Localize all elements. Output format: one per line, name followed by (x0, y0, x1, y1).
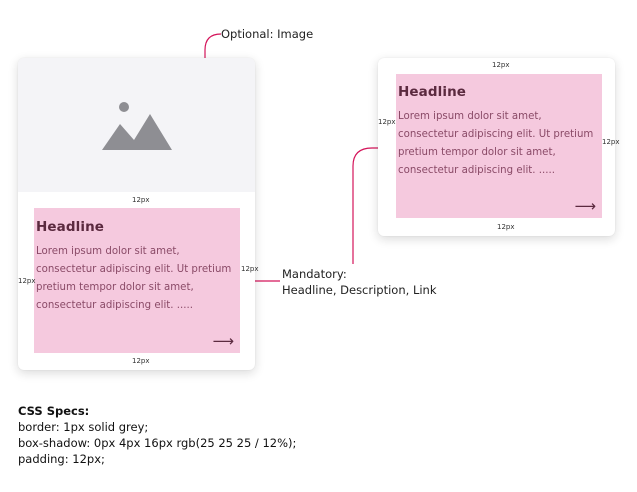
mandatory-annotation: Mandatory: Headline, Description, Link (282, 266, 437, 298)
spacing-label-bottom: 12px (497, 223, 515, 231)
card-description: Lorem ipsum dolor sit amet, consectetur … (36, 246, 232, 311)
card-content: Headline Lorem ipsum dolor sit amet, con… (34, 208, 240, 353)
spacing-label-right: 12px (241, 265, 259, 273)
arrow-right-icon[interactable]: ⟶ (574, 198, 596, 215)
spacing-label-top: 12px (492, 61, 510, 69)
css-spec-line: border: 1px solid grey; (18, 420, 149, 434)
css-spec-line: padding: 12px; (18, 452, 105, 466)
spacing-label-bottom: 12px (132, 357, 150, 365)
mountain-image-icon (102, 102, 172, 150)
css-spec-line: box-shadow: 0px 4px 16px rgb(25 25 25 / … (18, 436, 297, 450)
card-content: Headline Lorem ipsum dolor sit amet, con… (396, 74, 602, 218)
card-description: Lorem ipsum dolor sit amet, consectetur … (398, 111, 594, 176)
spacing-label-left: 12px (18, 277, 36, 285)
mandatory-annotation-line2: Headline, Description, Link (282, 283, 437, 297)
spacing-label-right: 12px (602, 138, 620, 146)
arrow-right-icon[interactable]: ⟶ (212, 333, 234, 350)
card-without-image: Headline Lorem ipsum dolor sit amet, con… (378, 58, 615, 236)
card-headline: Headline (398, 84, 467, 100)
spacing-label-left: 12px (378, 118, 396, 126)
optional-image-annotation: Optional: Image (221, 27, 314, 41)
optional-image-area (18, 58, 255, 192)
mandatory-annotation-line1: Mandatory: (282, 267, 347, 281)
css-specs: CSS Specs: border: 1px solid grey; box-s… (18, 403, 296, 467)
card-headline: Headline (36, 219, 105, 235)
spacing-label-top: 12px (132, 196, 150, 204)
css-specs-title: CSS Specs: (18, 404, 90, 418)
card-with-image: Headline Lorem ipsum dolor sit amet, con… (18, 58, 255, 370)
